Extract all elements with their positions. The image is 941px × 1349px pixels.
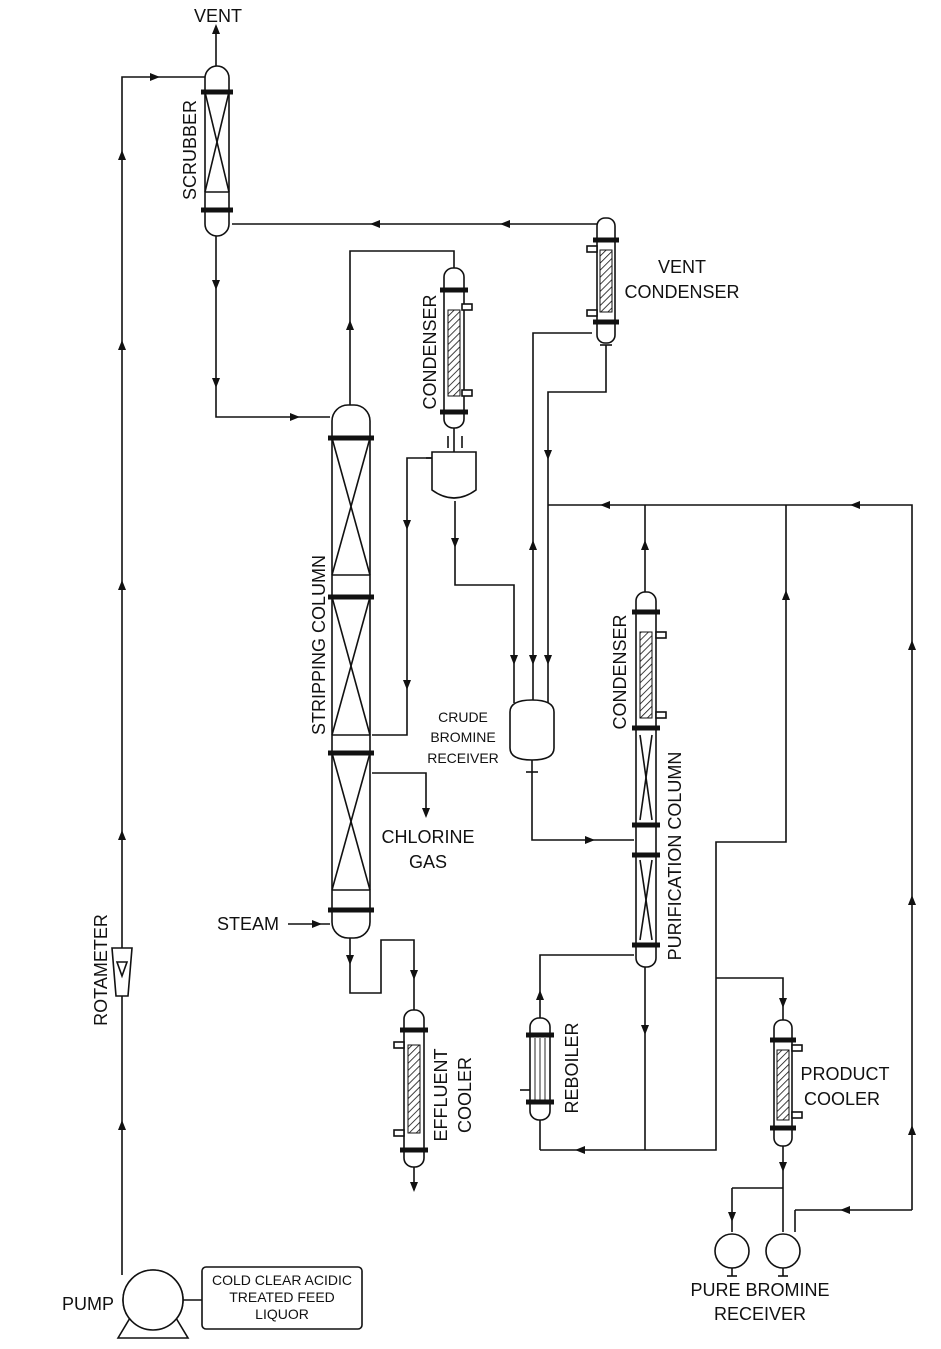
label-product-2: COOLER [804, 1089, 880, 1109]
arrow-bottoms [346, 955, 354, 965]
arrow-vent [212, 24, 220, 34]
reflux-line [372, 457, 444, 736]
feed-line [121, 76, 205, 1275]
labels: VENT SCRUBBER VENT CONDENSER CONDENSER S… [62, 6, 890, 1324]
product-line [716, 977, 784, 1020]
arrow-sep-down [451, 538, 459, 548]
arrow-cw-6 [908, 895, 916, 905]
arrow-reboiler-up [536, 990, 544, 1000]
arrow-cw-1 [600, 501, 610, 509]
arrow-receiver-in-2 [529, 655, 537, 665]
pure-bromine-receivers [714, 1233, 801, 1277]
label-pump: PUMP [62, 1294, 114, 1314]
arrow-feed-2 [118, 340, 126, 350]
arrow-vent-gas-2 [500, 220, 510, 228]
arrow-cw-3 [641, 540, 649, 550]
label-effluent-1: EFFLUENT [431, 1048, 451, 1141]
cooling-water-return [540, 505, 787, 1151]
scrubber-to-stripper-line [215, 236, 330, 418]
label-stripping-column: STRIPPING COLUMN [309, 555, 329, 735]
label-effluent-2: COOLER [455, 1057, 475, 1133]
label-top-condenser: CONDENSER [420, 294, 440, 409]
arrow-receiver-in-3 [544, 655, 552, 665]
label-chlorine-1: CHLORINE [381, 827, 474, 847]
arrow-product-out-2 [779, 1162, 787, 1172]
arrow-feed-5 [118, 1120, 126, 1130]
arrow-vent-gas-1 [370, 220, 380, 228]
arrow-purifier-down [641, 1025, 649, 1035]
arrow-effluent-in [410, 970, 418, 980]
arrow-reflux-1 [403, 520, 411, 530]
arrow-feed-3 [118, 580, 126, 590]
arrow-reflux-2 [403, 680, 411, 690]
label-chlorine-2: GAS [409, 852, 447, 872]
reboiler [520, 1017, 554, 1121]
stripping-column [328, 404, 374, 939]
arrow-steam [312, 920, 322, 928]
arrow-cw-5 [908, 640, 916, 650]
arrow-receiver-in-1 [510, 655, 518, 665]
effluent-cooler [393, 1009, 428, 1168]
cooling-water-header [548, 504, 913, 1210]
vent-condenser-drain-line [547, 345, 607, 703]
arrow-return [840, 1206, 850, 1214]
separator-to-receiver-line [454, 501, 515, 703]
arrow-cw-7 [908, 1125, 916, 1135]
receiver-to-purifier-line [531, 772, 634, 841]
arrow-feed-1 [118, 150, 126, 160]
crude-bromine-receiver [509, 699, 555, 773]
separator-vessel [426, 451, 477, 499]
label-vent-condenser-1: VENT [658, 257, 706, 277]
label-pure-1: PURE BROMINE [690, 1280, 829, 1300]
label-rotameter: ROTAMETER [91, 914, 111, 1026]
label-vent: VENT [194, 6, 242, 26]
chlorine-line [372, 772, 427, 815]
arrow-to-purifier [585, 836, 595, 844]
label-pure-2: RECEIVER [714, 1304, 806, 1324]
arrow-receiver-vent [529, 540, 537, 550]
piping [121, 30, 913, 1301]
arrow-feed-top [150, 73, 160, 81]
feed-box [201, 1266, 363, 1330]
label-scrubber: SCRUBBER [180, 100, 200, 200]
flow-arrows [118, 24, 916, 1222]
arrow-scrubber-down-1 [212, 280, 220, 290]
arrow-chlorine [422, 808, 430, 818]
arrow-cw-2 [850, 501, 860, 509]
reboiler-loop-line [539, 954, 634, 1018]
arrow-vc-drain [544, 450, 552, 460]
label-steam: STEAM [217, 914, 279, 934]
label-purification-column: PURIFICATION COLUMN [665, 752, 685, 961]
receiver-vent-line [532, 332, 592, 703]
label-product-1: PRODUCT [801, 1064, 890, 1084]
arrow-scrubber-down-2 [212, 378, 220, 388]
product-cooler [770, 1019, 803, 1147]
label-feed-2: TREATED FEED [229, 1289, 335, 1305]
top-condenser [440, 267, 473, 462]
label-feed-1: COLD CLEAR ACIDIC [212, 1272, 352, 1288]
arrow-product-out-1 [728, 1212, 736, 1222]
arrow-overhead [346, 320, 354, 330]
scrubber [201, 65, 233, 237]
label-right-condenser: CONDENSER [610, 614, 630, 729]
label-vent-condenser-2: CONDENSER [624, 282, 739, 302]
label-crude-1: CRUDE [438, 709, 488, 725]
arrow-reboiler-1 [575, 1146, 585, 1154]
label-crude-2: BROMINE [430, 729, 495, 745]
arrow-to-stripper [290, 413, 300, 421]
pump [116, 1269, 190, 1339]
label-crude-3: RECEIVER [427, 750, 499, 766]
arrow-feed-4 [118, 830, 126, 840]
arrow-cw-4 [782, 590, 790, 600]
rotameter [111, 947, 133, 997]
arrow-effluent-out [410, 1182, 418, 1192]
label-reboiler: REBOILER [562, 1022, 582, 1113]
vent-condenser [586, 217, 619, 346]
label-feed-3: LIQUOR [255, 1306, 309, 1322]
arrow-product [779, 998, 787, 1008]
stripper-bottoms-line [349, 938, 415, 1010]
purification-column [632, 591, 667, 968]
